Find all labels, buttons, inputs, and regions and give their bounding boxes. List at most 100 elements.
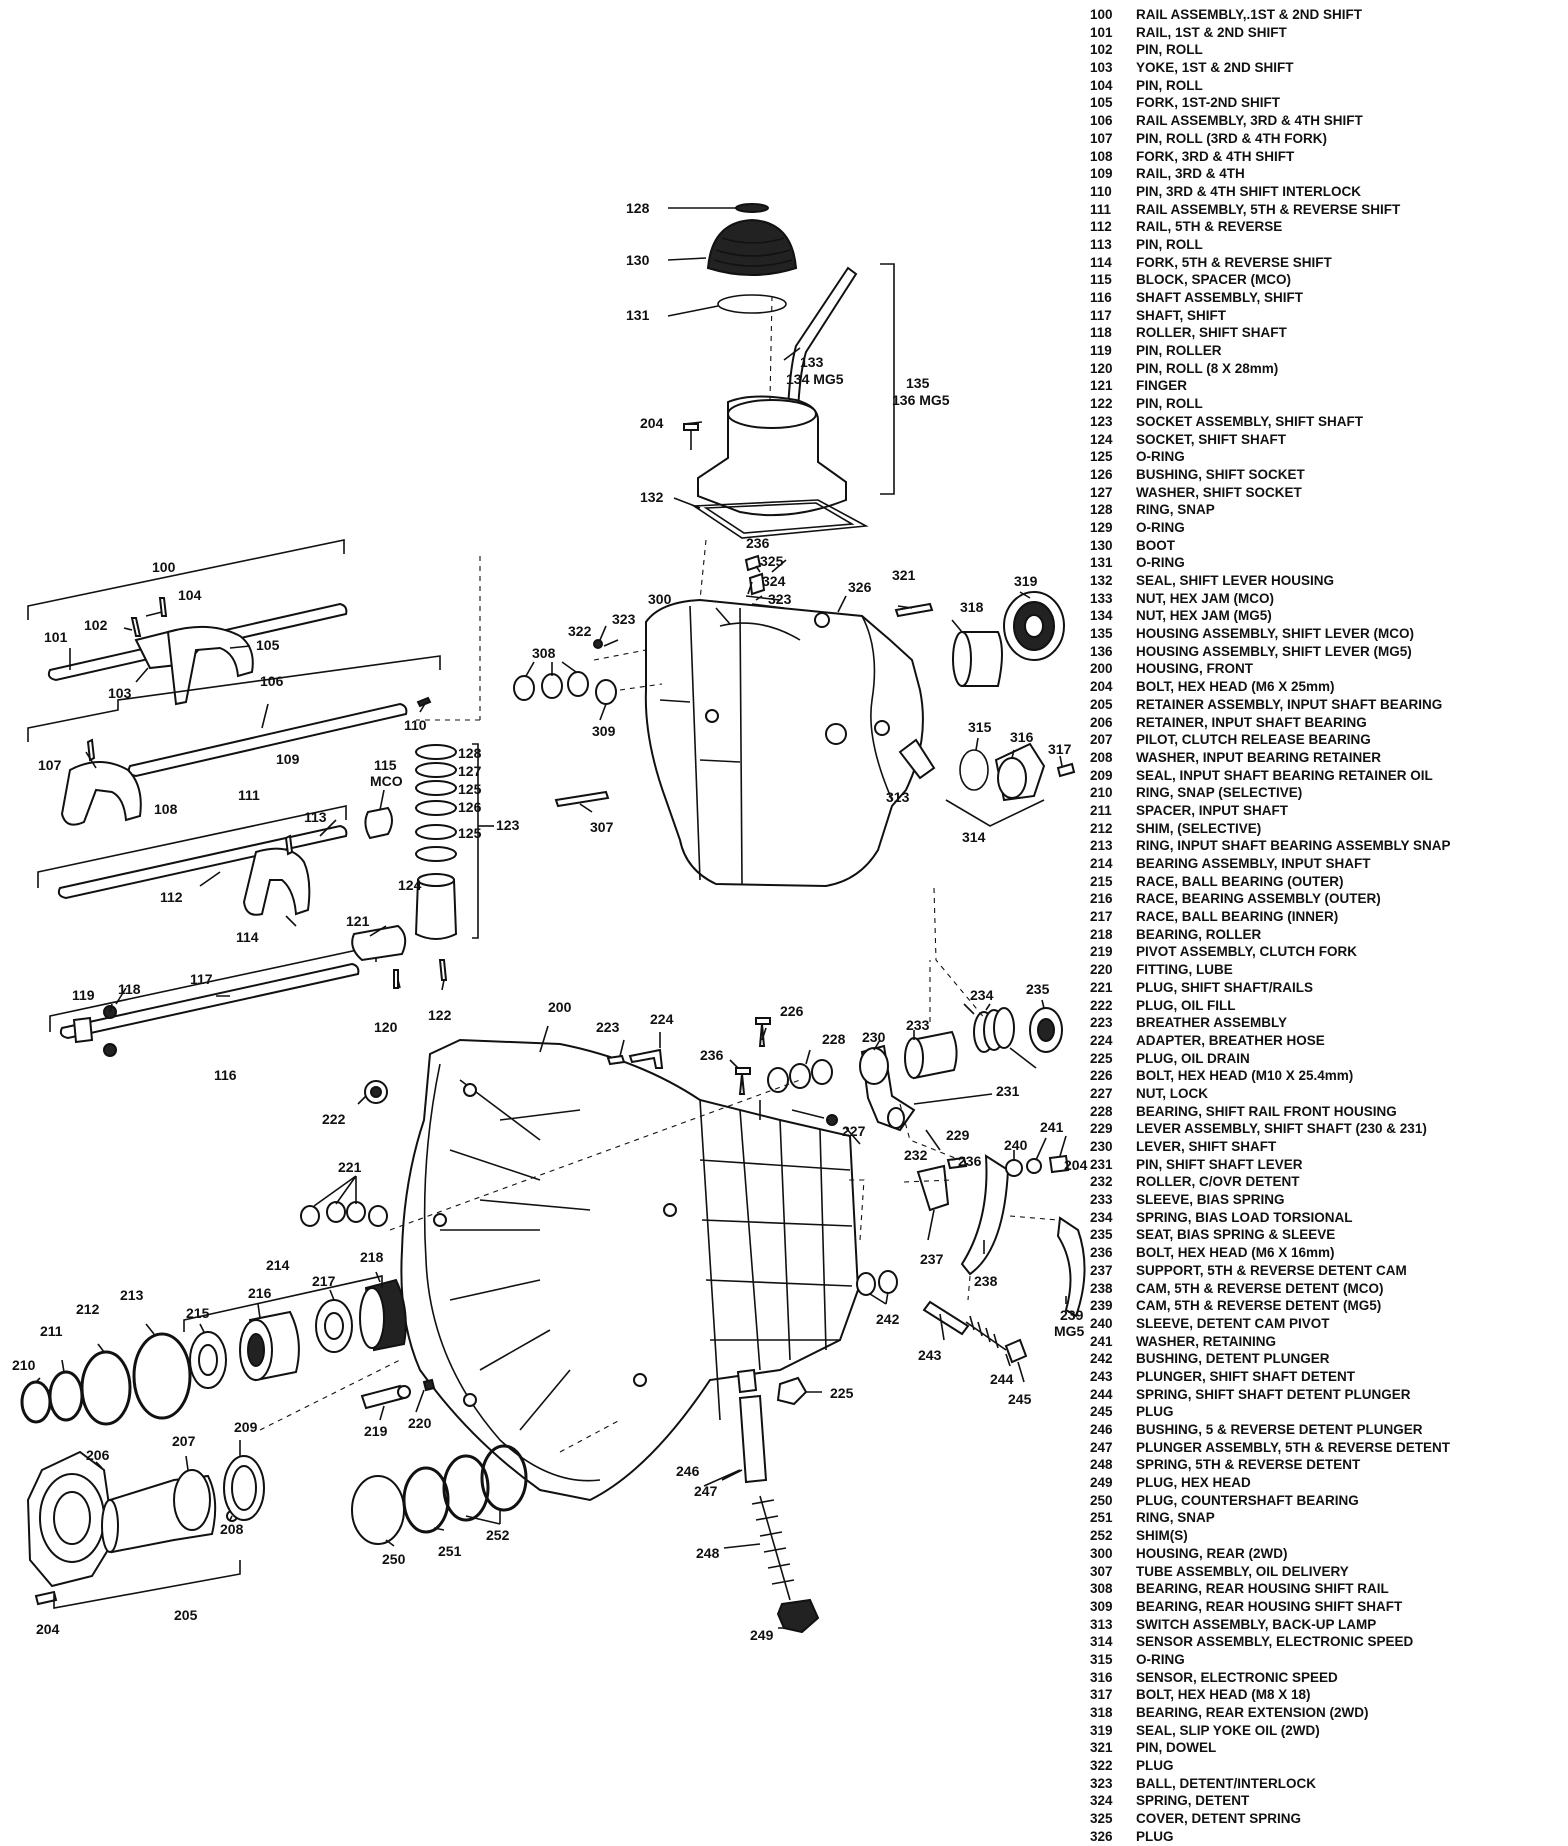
roller-232 xyxy=(887,1107,905,1129)
legend-item-name: ROLLER, SHIFT SHAFT xyxy=(1136,325,1287,341)
bolt-204b xyxy=(34,1590,58,1606)
callout-231: 231 xyxy=(996,1083,1020,1099)
legend-item-name: SEAL, INPUT SHAFT BEARING RETAINER OIL xyxy=(1136,767,1433,783)
callout-124: 124 xyxy=(398,877,422,893)
legend-item-name: PILOT, CLUTCH RELEASE BEARING xyxy=(1136,732,1371,748)
legend-item-number: 125 xyxy=(1090,449,1113,465)
legend-item-number: 315 xyxy=(1090,1651,1113,1667)
callout-120: 120 xyxy=(374,1019,398,1035)
callout-239b: MG5 xyxy=(1054,1323,1085,1339)
callout-224: 224 xyxy=(650,1011,674,1027)
callout-308: 308 xyxy=(532,645,556,661)
legend-item-number: 110 xyxy=(1090,183,1112,199)
exploded-transmission-diagram: 128 130 131 133 134 MG5 135 136 MG5 204 … xyxy=(12,200,1088,1643)
legend-item-number: 102 xyxy=(1090,42,1113,58)
legend-item-name: HOUSING ASSEMBLY, SHIFT LEVER (MCO) xyxy=(1136,626,1415,642)
legend-item-number: 128 xyxy=(1090,502,1113,518)
callout-115b: MCO xyxy=(370,773,403,789)
callout-132: 132 xyxy=(640,489,664,505)
legend-item-name: LEVER ASSEMBLY, SHIFT SHAFT (230 & 231) xyxy=(1136,1121,1427,1137)
callout-116: 116 xyxy=(214,1067,237,1083)
legend-item-number: 319 xyxy=(1090,1722,1113,1738)
legend-item-name: SHAFT ASSEMBLY, SHIFT xyxy=(1136,290,1304,305)
breather-223 xyxy=(606,1054,626,1066)
legend-item-number: 233 xyxy=(1090,1192,1113,1208)
callout-243: 243 xyxy=(918,1347,942,1363)
legend-item-number: 107 xyxy=(1090,130,1113,146)
legend-item-name: HOUSING, REAR (2WD) xyxy=(1136,1545,1288,1561)
countershaft-bottom xyxy=(351,1444,528,1545)
legend-item-number: 113 xyxy=(1090,236,1112,252)
legend-item-number: 318 xyxy=(1090,1705,1113,1720)
callout-319: 319 xyxy=(1014,573,1038,589)
legend-item-number: 223 xyxy=(1090,1015,1113,1031)
legend-item-number: 226 xyxy=(1090,1068,1113,1084)
fork-114 xyxy=(242,847,311,916)
legend-item-name: BOLT, HEX HEAD (M10 X 25.4mm) xyxy=(1136,1068,1354,1084)
legend-item-number: 224 xyxy=(1090,1032,1113,1048)
nut-227 xyxy=(826,1114,838,1126)
callout-111: 111 xyxy=(238,787,260,803)
bearing-309 xyxy=(595,679,617,705)
legend-item-name: O-RING xyxy=(1136,519,1185,535)
legend-item-number: 323 xyxy=(1090,1775,1113,1791)
legend-item-name: SPRING, SHIFT SHAFT DETENT PLUNGER xyxy=(1136,1386,1411,1402)
callout-208: 208 xyxy=(220,1521,244,1537)
callout-127: 127 xyxy=(458,763,482,779)
bolt-236a xyxy=(735,1067,751,1095)
callout-200: 200 xyxy=(548,999,572,1015)
callout-134: 134 MG5 xyxy=(786,371,844,387)
legend-item-number: 104 xyxy=(1090,77,1113,93)
legend-item-number: 115 xyxy=(1090,272,1112,288)
legend-item-number: 236 xyxy=(1090,1245,1113,1261)
legend-item-name: RAIL ASSEMBLY, 5TH & REVERSE SHIFT xyxy=(1136,201,1401,217)
legend-item-name: BOOT xyxy=(1136,537,1175,553)
legend-item-number: 124 xyxy=(1090,431,1113,447)
legend-item-name: FORK, 5TH & REVERSE SHIFT xyxy=(1136,254,1332,270)
legend-item-number: 219 xyxy=(1090,944,1113,960)
pin-102 xyxy=(130,617,142,637)
bolt-226 xyxy=(755,1017,771,1047)
legend-item-number: 118 xyxy=(1090,325,1112,341)
legend-item-name: WASHER, SHIFT SOCKET xyxy=(1136,484,1302,500)
callout-307: 307 xyxy=(590,819,614,835)
legend-item-number: 212 xyxy=(1090,820,1113,836)
legend-item-name: NUT, HEX JAM (MCO) xyxy=(1136,590,1274,606)
legend-item-number: 221 xyxy=(1090,979,1113,995)
fork-108 xyxy=(60,761,142,826)
legend-item-number: 122 xyxy=(1090,396,1113,412)
legend-item-name: RACE, BALL BEARING (OUTER) xyxy=(1136,873,1344,889)
callout-108: 108 xyxy=(154,801,178,817)
callout-125b: 125 xyxy=(458,825,482,841)
callout-122: 122 xyxy=(428,1007,452,1023)
legend-item-name: PLUG, HEX HEAD xyxy=(1136,1475,1251,1491)
legend-item-number: 119 xyxy=(1090,343,1112,359)
callout-250: 250 xyxy=(382,1551,406,1567)
legend-item-number: 111 xyxy=(1090,201,1112,217)
legend-item-name: SENSOR ASSEMBLY, ELECTRONIC SPEED xyxy=(1136,1634,1414,1650)
legend-item-name: SWITCH ASSEMBLY, BACK-UP LAMP xyxy=(1136,1616,1377,1632)
pin-120 xyxy=(393,969,399,989)
bolt-204c xyxy=(1048,1154,1070,1174)
legend-item-number: 112 xyxy=(1090,219,1112,235)
callout-321: 321 xyxy=(892,567,916,583)
socket-124 xyxy=(414,879,458,940)
callout-123: 123 xyxy=(496,817,520,833)
rail-assembly-106 xyxy=(27,655,441,826)
legend-item-number: 228 xyxy=(1090,1103,1113,1119)
snap-ring-251 xyxy=(402,1466,450,1534)
